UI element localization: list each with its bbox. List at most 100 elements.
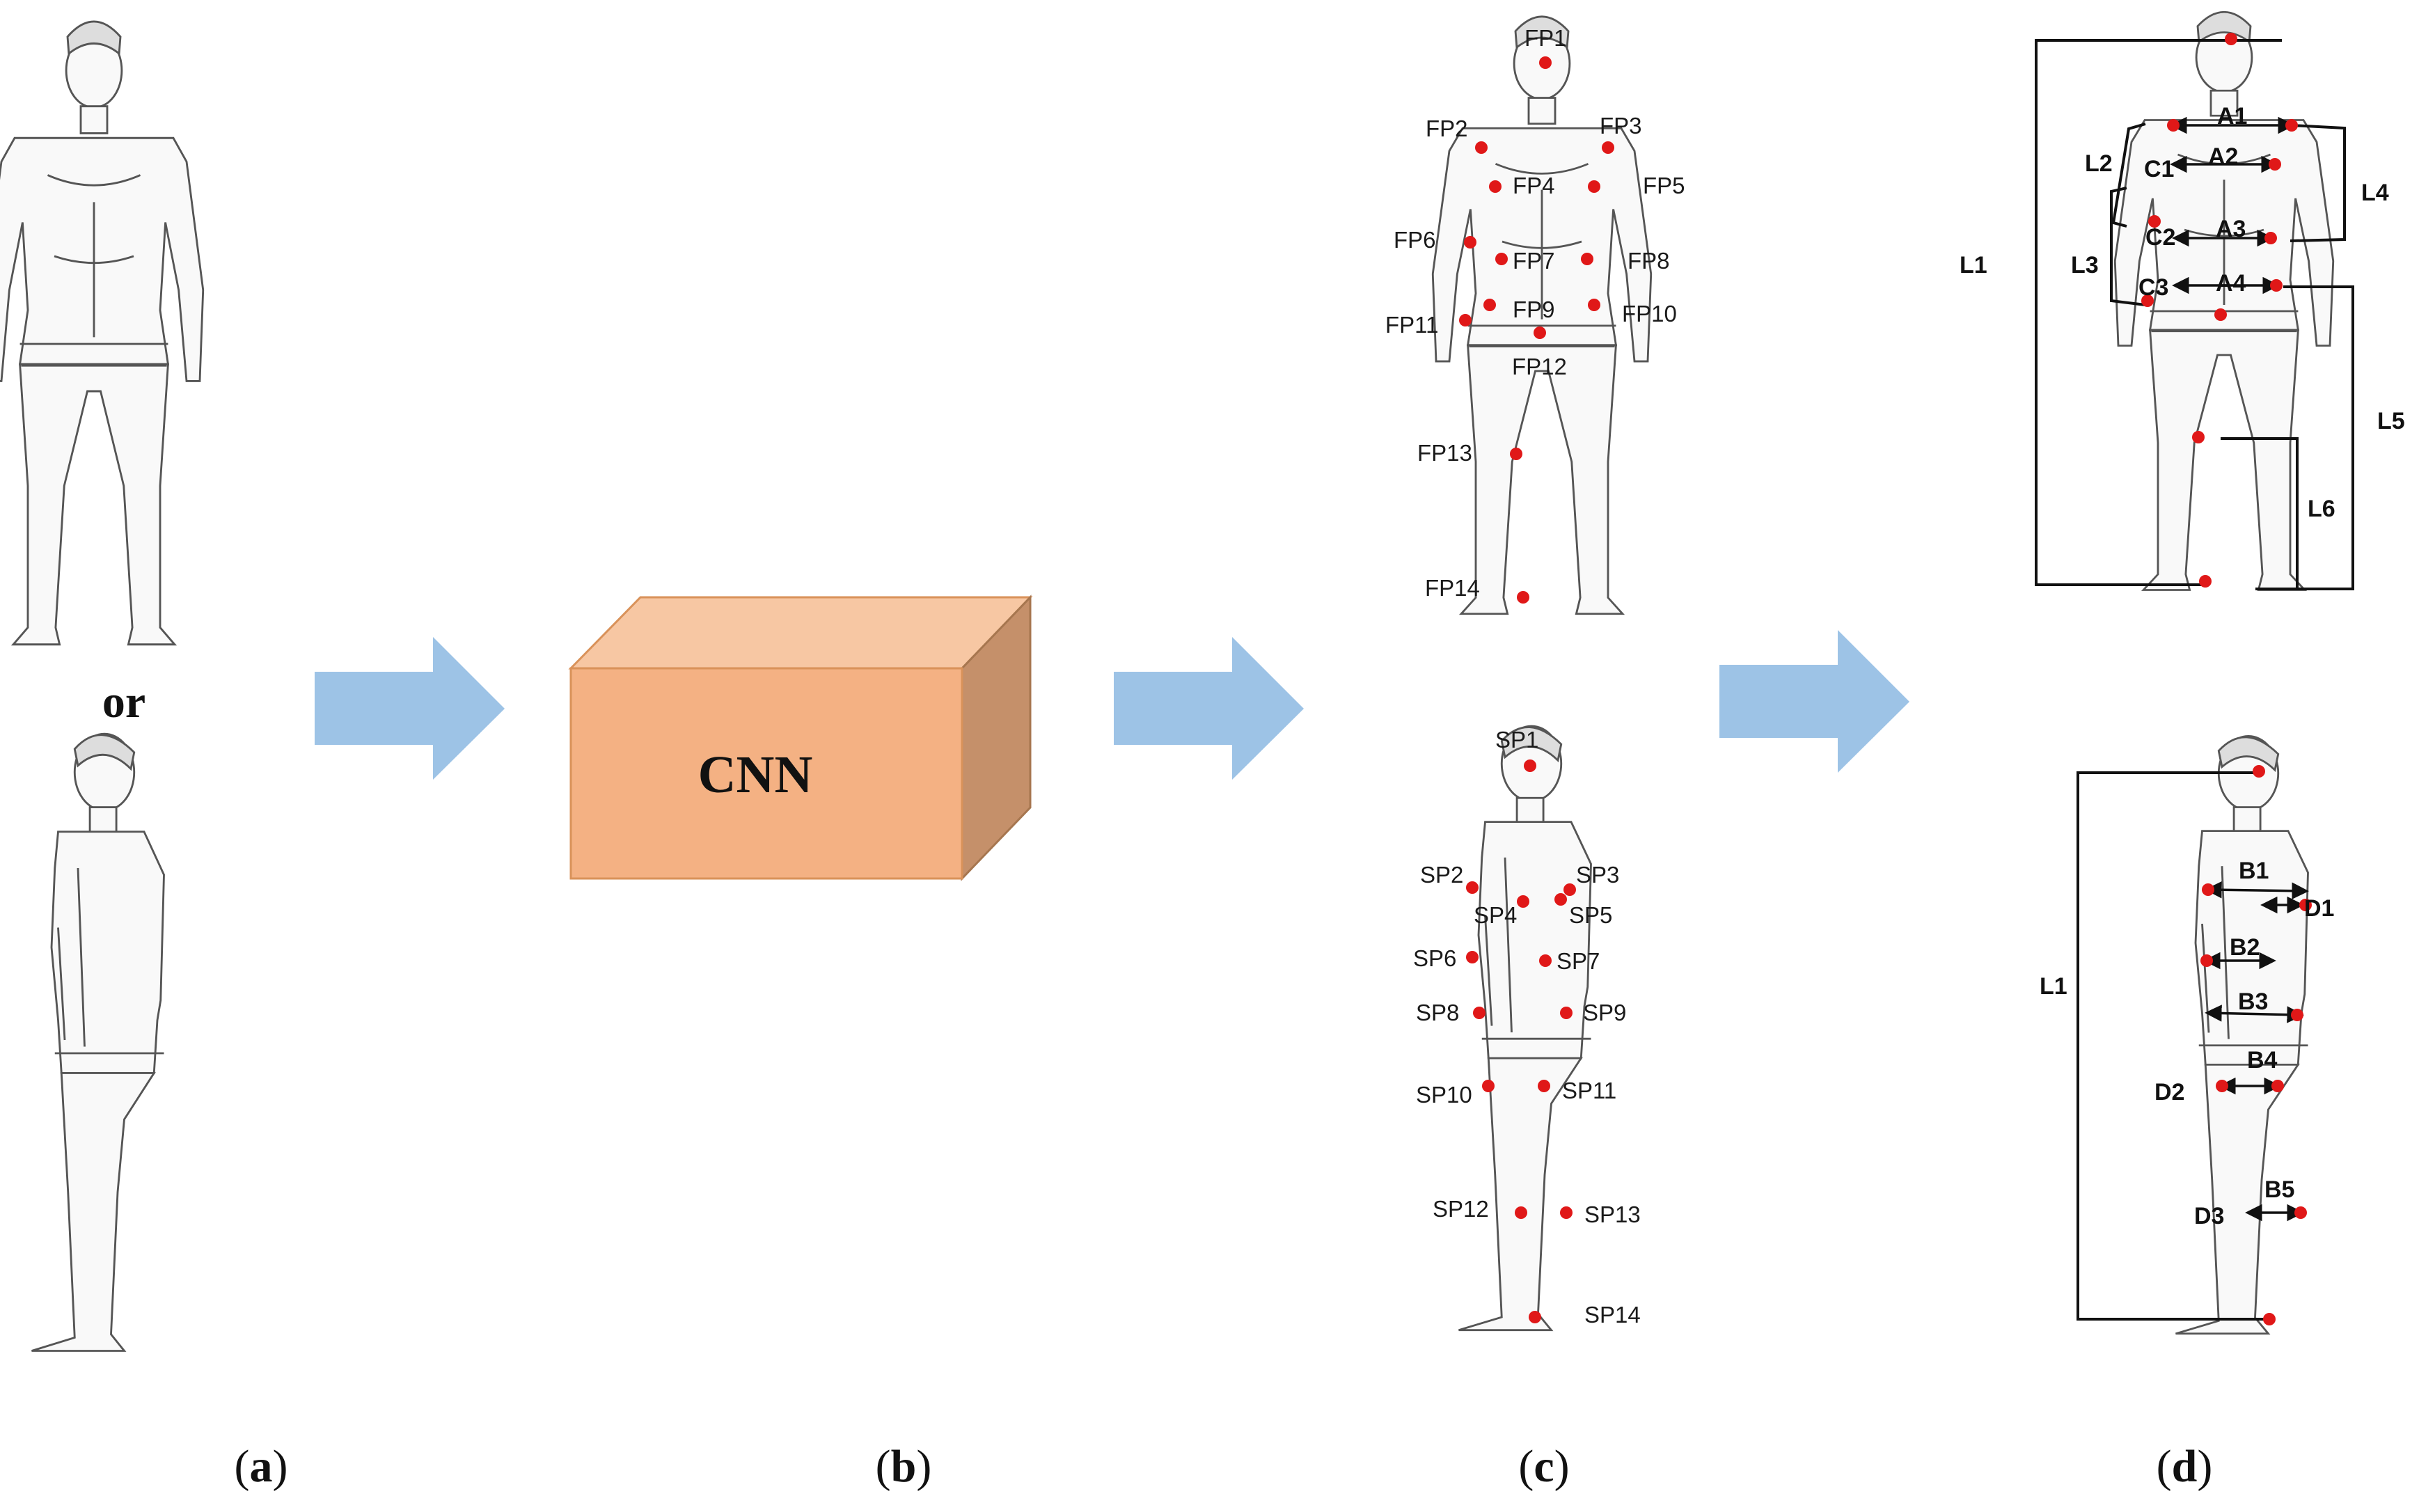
cnn-box: CNN <box>568 594 1033 881</box>
fp-label: FP4 <box>1513 173 1555 198</box>
front-keypoints <box>1459 56 1614 604</box>
keypoint-sp10 <box>1482 1080 1495 1092</box>
svg-text:(a): (a) <box>235 1441 288 1492</box>
sp-label: SP8 <box>1416 1000 1459 1025</box>
keypoint-sp8 <box>1473 1007 1486 1019</box>
side-keypoints <box>1466 759 1576 1323</box>
m-label: B3 <box>2238 989 2268 1015</box>
m-label: D1 <box>2304 895 2334 922</box>
side-measurement-labels: B1 B2 B3 B4 B5 D1 D2 D3 L1 <box>2040 858 2334 1229</box>
keypoint-sp6 <box>1466 951 1479 963</box>
keypoint-sp7 <box>1539 954 1552 967</box>
keypoint-sp12 <box>1515 1206 1527 1219</box>
fp-label: FP6 <box>1394 227 1436 253</box>
sp-label: SP5 <box>1569 902 1612 928</box>
caption-d: (d) <box>2157 1441 2213 1492</box>
keypoint-fp9 <box>1483 299 1496 311</box>
m-label: C2 <box>2145 224 2175 251</box>
caption-a: (a) <box>235 1441 288 1492</box>
keypoint-sp2 <box>1466 881 1479 894</box>
m-label: A4 <box>2216 270 2246 297</box>
m-label: C1 <box>2144 156 2174 182</box>
sp-label: SP2 <box>1420 862 1463 888</box>
sp-label: SP10 <box>1416 1082 1472 1108</box>
svg-text:(b): (b) <box>876 1441 932 1492</box>
sp-label: SP13 <box>1584 1202 1641 1227</box>
front-measurement-lines <box>2035 33 2354 590</box>
side-measurement-lines <box>2077 765 2312 1325</box>
keypoint-fp4 <box>1489 180 1502 193</box>
sp-label: SP3 <box>1576 862 1619 888</box>
keypoint-sp11 <box>1538 1080 1550 1092</box>
fp-label: FP5 <box>1643 173 1685 198</box>
m-label: B5 <box>2264 1176 2294 1203</box>
m-label: B4 <box>2247 1047 2278 1073</box>
fp-label: FP13 <box>1417 440 1472 466</box>
sp-label: SP11 <box>1562 1078 1616 1103</box>
sp-label: SP6 <box>1413 945 1456 971</box>
keypoint-sp14 <box>1529 1311 1541 1323</box>
keypoint-sp3 <box>1563 883 1576 896</box>
fp-label: FP2 <box>1426 116 1468 141</box>
measurement-side-figure <box>2175 735 2309 1335</box>
sp-label: SP1 <box>1495 727 1538 753</box>
keypoint-fp14 <box>1517 591 1529 604</box>
m-label: L4 <box>2361 180 2389 206</box>
keypoint-fp11 <box>1459 314 1472 326</box>
keypoint-fp7 <box>1495 253 1508 265</box>
fp-label: FP7 <box>1513 248 1555 274</box>
svg-text:(c): (c) <box>1518 1441 1569 1492</box>
m-label: L1 <box>1960 252 1987 278</box>
fp-label: FP14 <box>1425 575 1480 601</box>
keypoint-sp5 <box>1554 893 1567 906</box>
front-measurement-labels: A1 A2 A3 A4 C1 C2 C3 L1 L2 L3 L4 L5 L6 <box>1960 103 2405 522</box>
keypoint-side-figure <box>1458 725 1592 1332</box>
sp-label: SP9 <box>1583 1000 1626 1025</box>
caption-b: (b) <box>876 1441 932 1492</box>
fp-label: FP10 <box>1622 301 1677 326</box>
m-label: L5 <box>2377 408 2405 434</box>
keypoint-fp13 <box>1510 448 1522 460</box>
keypoint-fp2 <box>1475 141 1488 154</box>
keypoint-fp6 <box>1464 236 1476 249</box>
m-label: A3 <box>2216 216 2246 242</box>
m-label: L6 <box>2308 496 2335 522</box>
m-label: L2 <box>2085 150 2113 177</box>
front-keypoint-labels: FP1 FP2 FP3 FP4 FP5 FP6 FP7 FP8 FP9 FP10… <box>1385 25 1685 601</box>
caption-c: (c) <box>1518 1441 1569 1492</box>
keypoint-sp4 <box>1517 895 1529 908</box>
m-label: D2 <box>2154 1079 2184 1105</box>
fp-label: FP8 <box>1628 248 1670 274</box>
m-label: A1 <box>2217 103 2247 129</box>
sp-label: SP14 <box>1584 1302 1641 1328</box>
side-keypoint-labels: SP1 SP2 SP3 SP4 SP5 SP6 SP7 SP8 SP9 SP10… <box>1413 727 1641 1328</box>
svg-text:(d): (d) <box>2157 1441 2213 1492</box>
keypoint-fp3 <box>1602 141 1614 154</box>
m-label: B1 <box>2239 858 2269 884</box>
sp-label: SP4 <box>1474 902 1517 928</box>
keypoint-fp12 <box>1534 326 1546 339</box>
sp-label: SP7 <box>1557 948 1600 974</box>
keypoint-fp5 <box>1588 180 1600 193</box>
input-front-figure <box>0 20 205 646</box>
m-label: C3 <box>2138 274 2168 301</box>
sp-label: SP12 <box>1433 1196 1489 1222</box>
m-label: L1 <box>2040 973 2067 1000</box>
keypoint-sp13 <box>1560 1206 1573 1219</box>
cnn-label: CNN <box>698 746 813 804</box>
m-label: A2 <box>2208 143 2238 170</box>
or-text: or <box>102 677 145 727</box>
input-side-figure <box>31 732 165 1352</box>
m-label: D3 <box>2194 1203 2224 1229</box>
arrow-icon <box>1719 630 1909 773</box>
keypoint-fp1 <box>1539 56 1552 69</box>
arrow-icon <box>315 637 505 780</box>
m-label: L3 <box>2071 252 2099 278</box>
fp-label: FP11 <box>1385 312 1438 338</box>
m-label: B2 <box>2230 934 2260 961</box>
keypoint-sp1 <box>1524 759 1536 772</box>
keypoint-sp9 <box>1560 1007 1573 1019</box>
arrow-icon <box>1114 637 1304 780</box>
keypoint-fp8 <box>1581 253 1593 265</box>
